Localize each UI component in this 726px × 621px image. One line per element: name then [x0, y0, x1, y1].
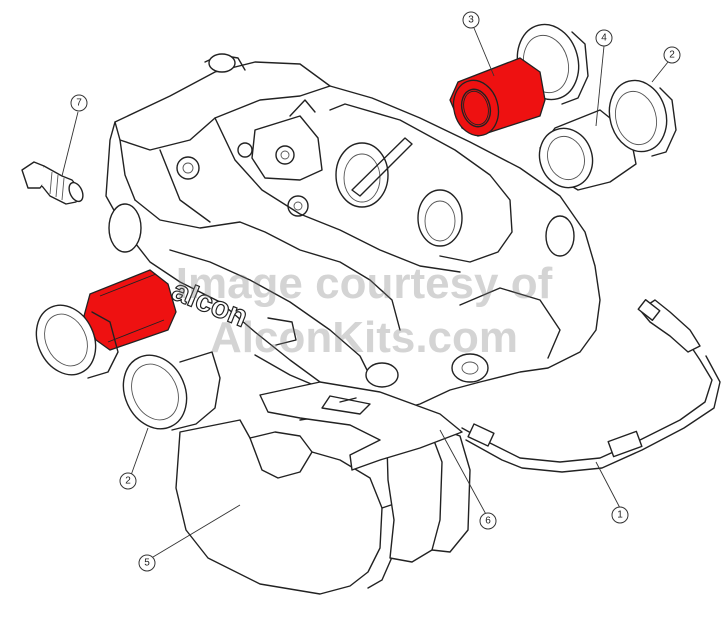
svg-text:4: 4 — [601, 33, 607, 44]
svg-text:3: 3 — [468, 15, 474, 26]
svg-text:2: 2 — [125, 476, 131, 487]
piston-large — [538, 109, 637, 191]
svg-text:5: 5 — [144, 558, 150, 569]
svg-text:2: 2 — [669, 50, 675, 61]
callout-7: 7 — [70, 94, 88, 112]
callout-2-top: 2 — [663, 46, 681, 64]
watermark: Image courtesy of AlconKits.com — [176, 259, 553, 362]
bleed-screw — [21, 161, 84, 205]
brake-hose — [461, 299, 721, 473]
brake-pad-outer — [175, 419, 397, 595]
watermark-line2: AlconKits.com — [210, 313, 518, 362]
svg-text:7: 7 — [76, 98, 82, 109]
piston-red-top — [449, 57, 546, 137]
callout-6: 6 — [479, 512, 497, 530]
leader-lines — [61, 27, 669, 561]
svg-text:6: 6 — [485, 516, 491, 527]
callout-4: 4 — [595, 29, 613, 47]
callout-3: 3 — [462, 11, 480, 29]
piston-seal-lower — [35, 304, 119, 379]
pad-retaining-plate — [259, 381, 463, 471]
callout-1: 1 — [611, 506, 629, 524]
dust-seal-top — [608, 79, 677, 157]
watermark-line1: Image courtesy of — [176, 259, 553, 308]
dust-seal-lower — [122, 351, 221, 431]
callout-2-lower: 2 — [119, 472, 137, 490]
svg-text:1: 1 — [617, 510, 623, 521]
callout-5: 5 — [138, 554, 156, 572]
piston-red-lower — [83, 269, 177, 351]
